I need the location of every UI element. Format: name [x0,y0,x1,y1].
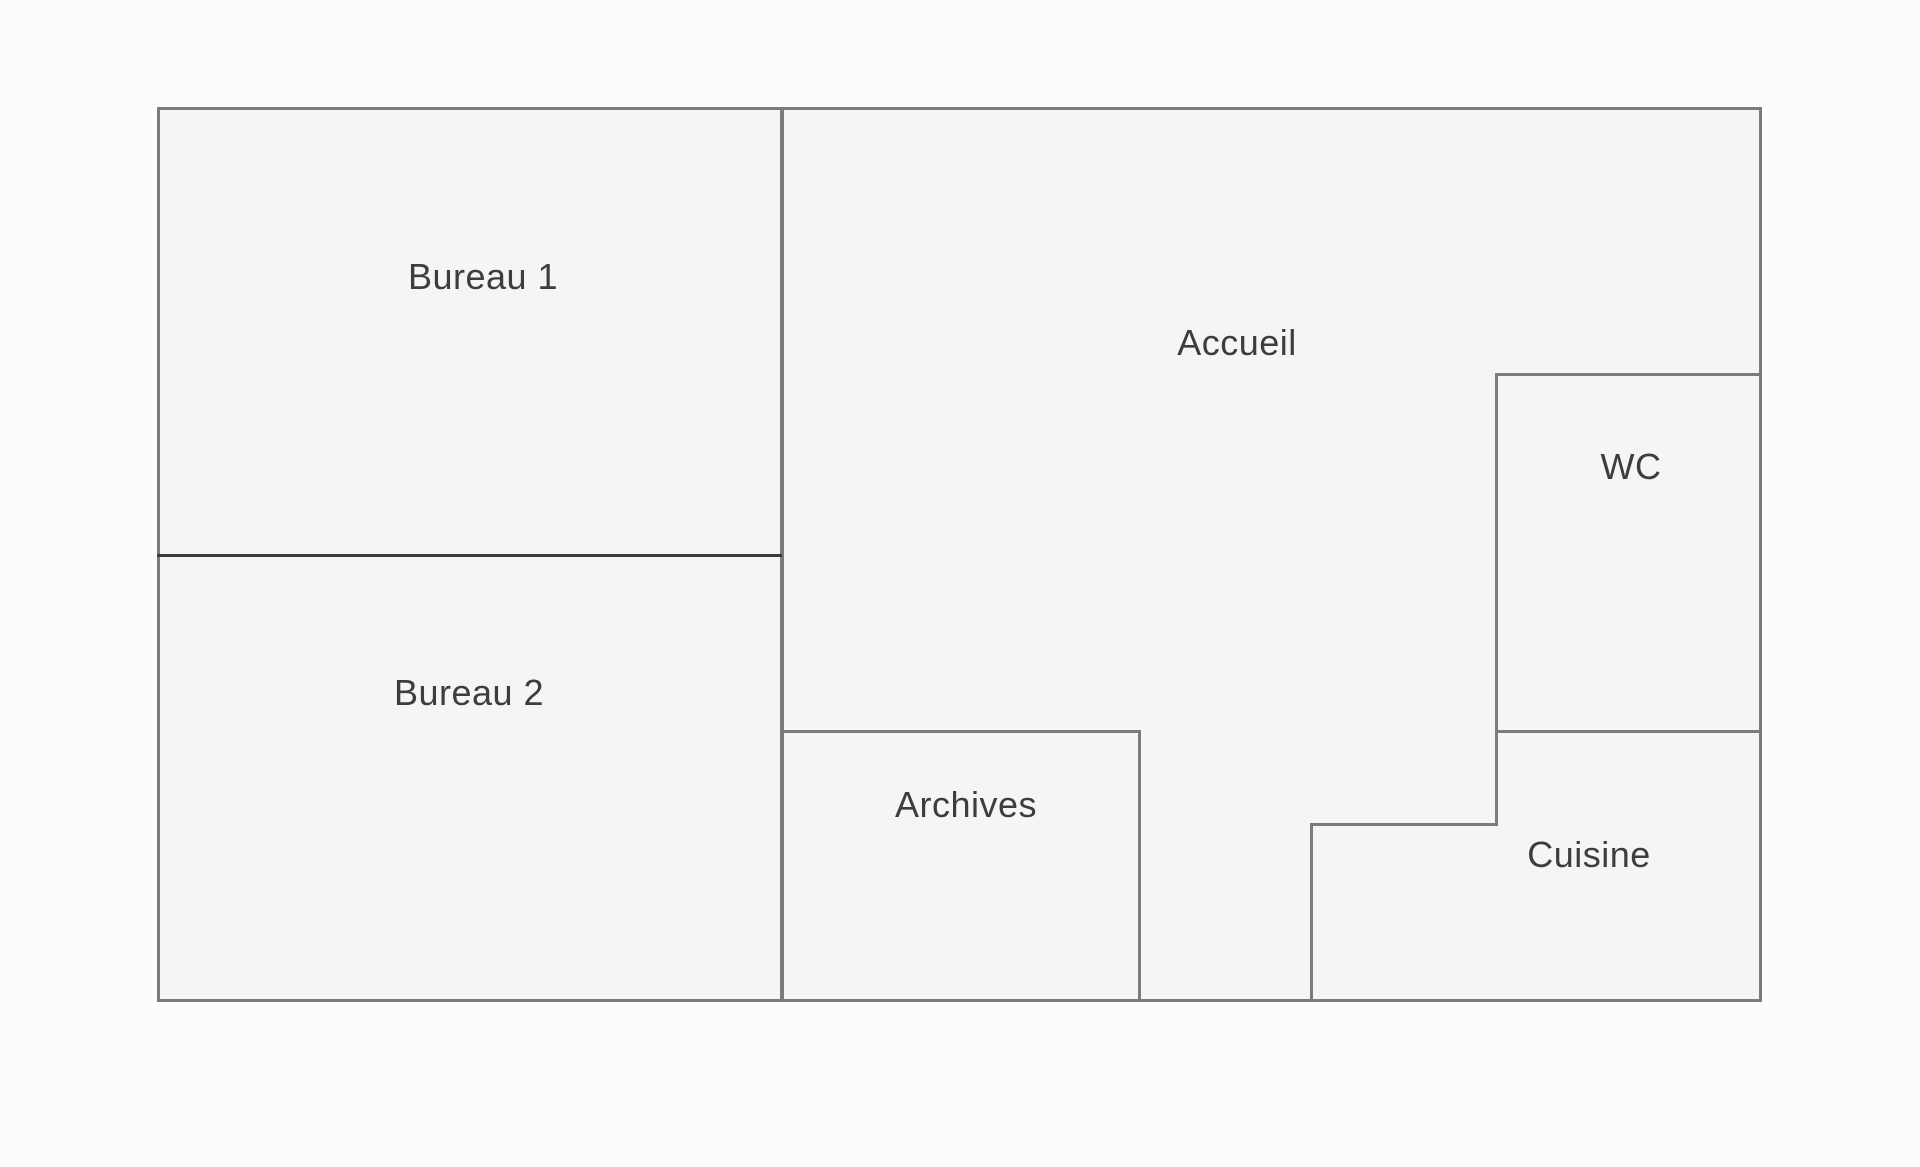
wall-archives-top [782,730,1141,733]
room-label-bureau-1: Bureau 1 [407,256,559,298]
room-label-wc: WC [1600,446,1662,488]
wall-cuisine-left [1310,823,1313,1002]
wall-cuisine-top [1310,823,1498,826]
wall-wc-bottom [1498,730,1762,733]
wall-main-vertical [780,107,784,1002]
wall-wc-top [1495,373,1762,376]
wall-archives-right [1138,730,1141,1002]
room-label-archives: Archives [894,784,1038,826]
wall-wc-left [1495,373,1498,826]
wall-bureau1-bureau2-divider [157,554,782,557]
room-label-cuisine: Cuisine [1527,834,1651,876]
room-label-accueil: Accueil [1177,322,1297,364]
room-label-bureau-2: Bureau 2 [393,672,545,714]
